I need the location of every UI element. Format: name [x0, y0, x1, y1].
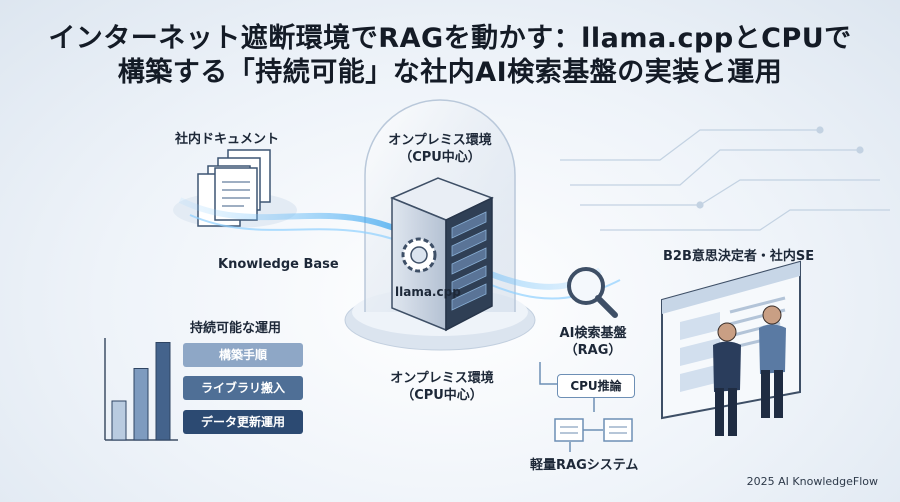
rag-mini-docs [554, 418, 633, 442]
light-rag-label: 軽量RAGシステム [530, 458, 639, 473]
ops-step-2: ライブラリ搬入 [183, 376, 303, 400]
growth-bar-3 [155, 342, 171, 441]
footer-credit: 2025 AI KnowledgeFlow [746, 475, 878, 488]
rag-line2: （RAG） [564, 343, 622, 358]
title-line-2: 構築する「持続可能」な社内AI検索基盤の実装と運用 [117, 57, 783, 88]
onprem-bottom-line1: オンプレミス環境 [390, 371, 494, 386]
knowledge-base-label: Knowledge Base [218, 257, 339, 272]
title-line-1: インターネット遮断環境でRAGを動かす：llama.cppとCPUで [48, 23, 852, 54]
onprem-label-bottom: オンプレミス環境 （CPU中心） [382, 370, 502, 404]
onprem-bottom-line2: （CPU中心） [401, 388, 483, 403]
onprem-top-line1: オンプレミス環境 [388, 133, 492, 148]
server-rack-icon [390, 177, 494, 332]
growth-bar-2 [133, 368, 149, 441]
onprem-label-top: オンプレミス環境 （CPU中心） [380, 132, 500, 166]
growth-bar-1 [111, 400, 127, 441]
magnifier-icon [567, 267, 618, 318]
rag-line1: AI検索基盤 [559, 326, 627, 341]
cpu-inference-box: CPU推論 [557, 374, 635, 398]
onprem-top-line2: （CPU中心） [399, 150, 481, 165]
ops-step-3: データ更新運用 [183, 410, 303, 434]
llama-cpp-label: llama.cpp [395, 285, 461, 299]
docs-label: 社内ドキュメント [175, 132, 280, 147]
rag-label: AI検索基盤 （RAG） [548, 325, 638, 359]
people-icon [713, 305, 786, 436]
users-label: B2B意思決定者・社内SE [663, 249, 815, 264]
page-title: インターネット遮断環境でRAGを動かす：llama.cppとCPUで 構築する「… [0, 22, 900, 90]
circuit-lines [560, 126, 890, 231]
ops-title: 持続可能な運用 [190, 321, 282, 336]
ops-step-1: 構築手順 [183, 343, 303, 367]
rag-connectors [539, 362, 603, 452]
